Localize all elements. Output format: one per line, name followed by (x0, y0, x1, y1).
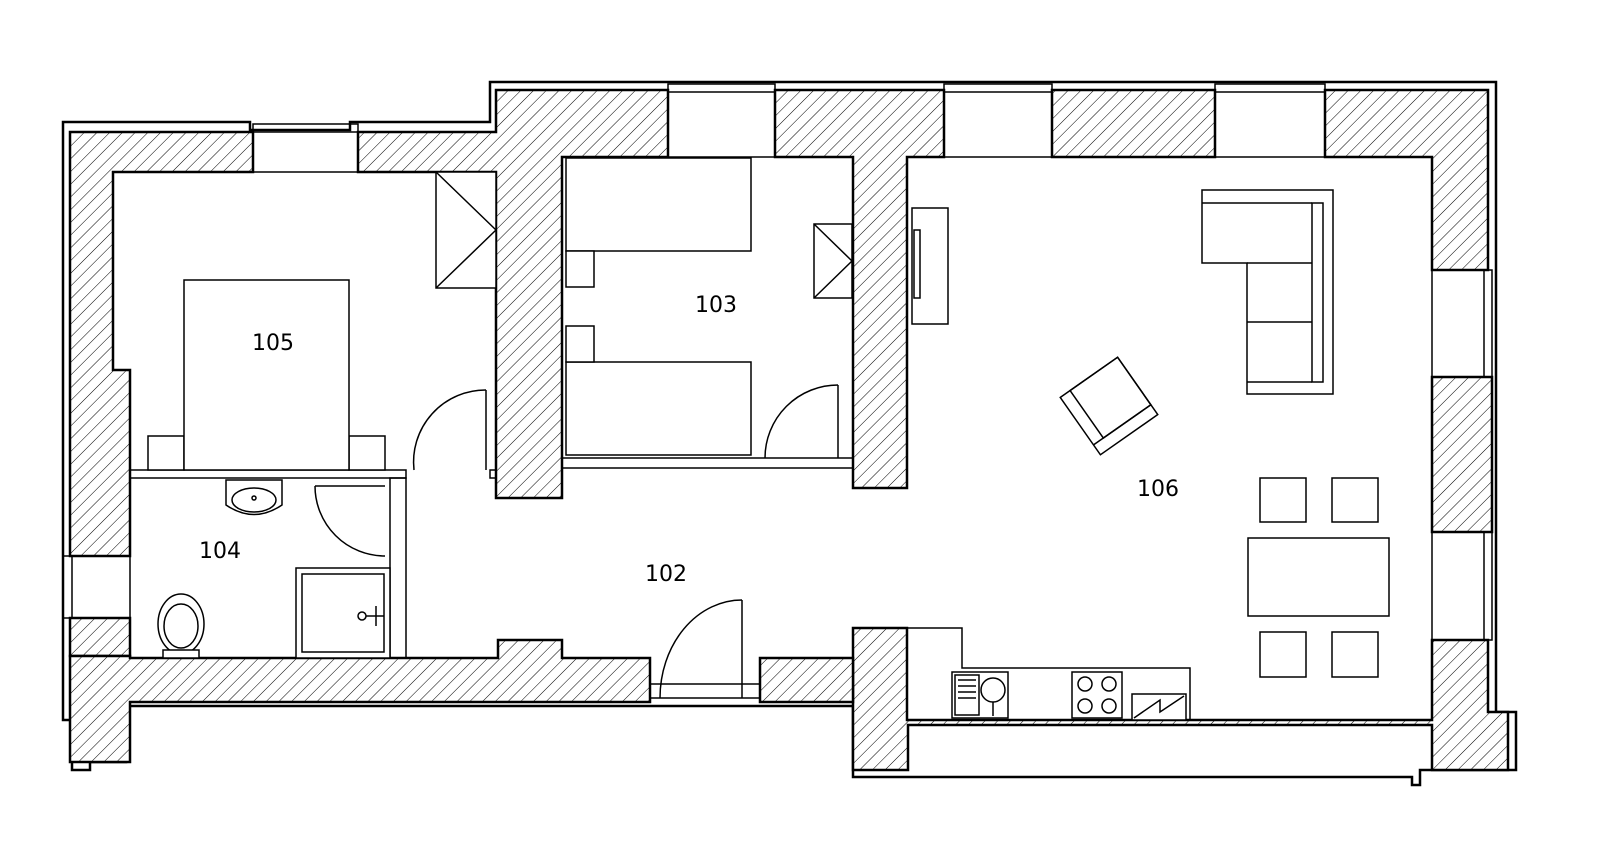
exterior-wall-outline (61, 80, 1518, 787)
nightstand-left (147, 435, 185, 471)
window-103 (667, 83, 776, 158)
washbasin (225, 479, 283, 516)
room-106-furniture (907, 189, 1390, 721)
chair-2 (1331, 477, 1379, 523)
wall-right-lower (851, 626, 1510, 772)
window-104 (62, 555, 131, 619)
window-106-b (1214, 83, 1326, 158)
double-bed (183, 279, 350, 471)
door-103 (764, 384, 839, 459)
wall-top-right-2 (1323, 88, 1490, 272)
door-105 (412, 389, 487, 471)
room-label-102: 102 (645, 562, 687, 587)
chair-1 (1259, 477, 1307, 523)
door-104 (314, 485, 386, 557)
wardrobe-103 (813, 223, 853, 299)
toilet (157, 593, 205, 659)
chair-4 (1331, 631, 1379, 678)
armchair (1059, 356, 1159, 456)
room-labels: 105 103 104 102 106 (199, 293, 1179, 587)
kitchen-counter (907, 627, 1191, 721)
bed-bottom-nightstand (565, 325, 595, 363)
room-104-fixtures (157, 479, 391, 659)
fridge (1131, 693, 1187, 721)
bed-top (565, 157, 752, 252)
windows (62, 83, 1493, 641)
kitchen-sink (951, 671, 1009, 719)
window-106-d (1431, 531, 1493, 641)
window-105 (252, 123, 359, 173)
room-105-furniture (147, 171, 497, 471)
doors (314, 384, 839, 699)
window-106-c (1431, 269, 1493, 378)
bed-bottom (565, 361, 752, 456)
dining-set (1247, 477, 1390, 678)
room-label-103: 103 (695, 293, 737, 318)
chair-3 (1259, 631, 1307, 678)
bed-top-nightstand (565, 250, 595, 288)
wall-left-lower (68, 616, 132, 658)
window-106-a (943, 83, 1053, 158)
room-label-106: 106 (1137, 477, 1179, 502)
room-label-105: 105 (252, 331, 294, 356)
wall-right-mid (1430, 375, 1494, 534)
wall-top-right-1 (1050, 88, 1217, 159)
room-label-104: 104 (199, 539, 241, 564)
corner-sofa (1201, 189, 1334, 395)
wall-bottom-mid (758, 656, 855, 704)
wall-bottom-left (68, 638, 652, 764)
tv-cabinet (911, 207, 949, 325)
nightstand-right (348, 435, 386, 471)
room-103-furniture (565, 157, 853, 456)
shower-tray (295, 567, 391, 659)
door-entrance (649, 599, 761, 699)
cooktop (1071, 671, 1123, 719)
wardrobe-105 (435, 171, 497, 289)
dining-table (1247, 537, 1390, 617)
